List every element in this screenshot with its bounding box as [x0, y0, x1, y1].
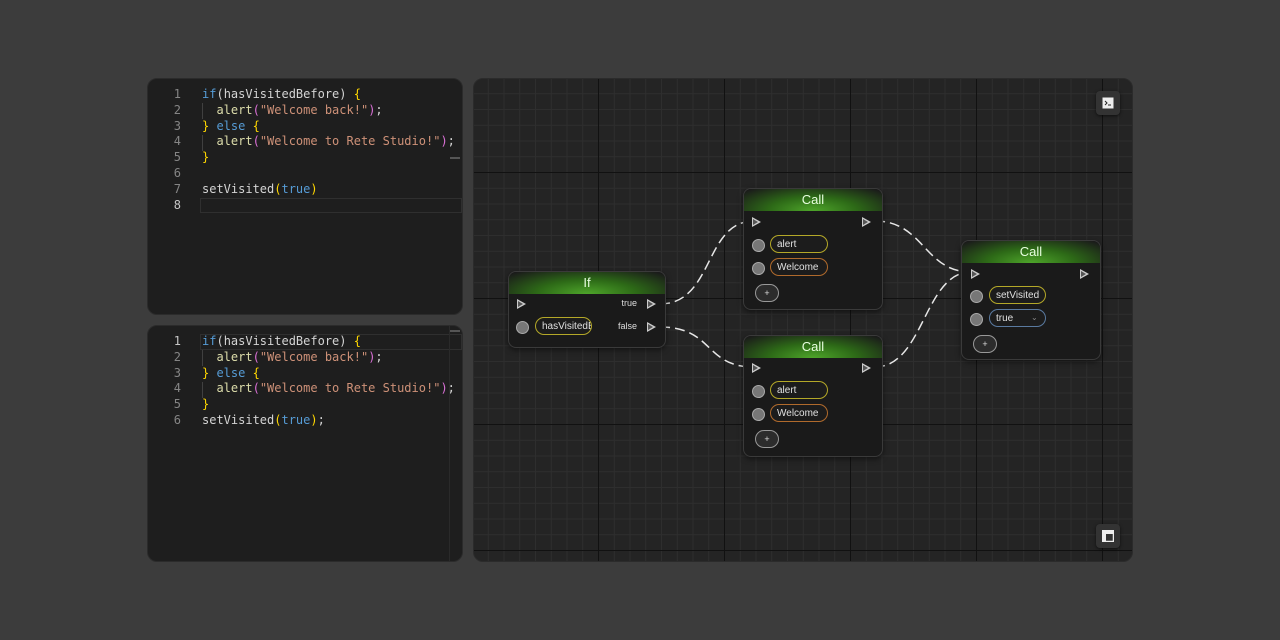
- arg-select-value: true: [996, 313, 1014, 324]
- line-number: 1: [173, 87, 181, 101]
- add-argument-button[interactable]: +: [755, 284, 779, 302]
- wire-call2-to-call3: [874, 271, 972, 368]
- arg-input-socket[interactable]: [752, 262, 765, 275]
- line-text: alert("Welcome to Rete Studio!");: [216, 134, 455, 149]
- line-text: alert("Welcome back!");: [216, 349, 383, 364]
- fn-input-socket[interactable]: [752, 239, 765, 252]
- scrollbar-marker: [450, 330, 460, 332]
- call-node-setvisited[interactable]: Call setVisited true ⌄ +: [961, 240, 1101, 360]
- terminal-button[interactable]: [1096, 91, 1120, 115]
- line-text: if(hasVisitedBefore) {: [202, 87, 361, 101]
- line-number: 4: [173, 134, 181, 149]
- line-text: } else {: [202, 118, 260, 133]
- code-line[interactable]: 4 alert("Welcome to Rete Studio!");: [148, 134, 462, 150]
- code-line[interactable]: 8: [148, 197, 462, 214]
- scrollbar-marker: [450, 157, 460, 159]
- fn-input[interactable]: alert: [770, 235, 828, 253]
- exec-input-socket[interactable]: [752, 363, 761, 373]
- code-editor-bottom[interactable]: 1 if(hasVisitedBefore) { 2 alert("Welcome …: [147, 325, 463, 562]
- indent-guide: [202, 350, 203, 366]
- code-line[interactable]: 4 alert("Welcome to Rete Studio!");: [148, 381, 462, 397]
- line-number: 1: [173, 334, 181, 348]
- arg-input-socket[interactable]: [970, 313, 983, 326]
- exec-output-socket[interactable]: [1080, 269, 1089, 279]
- code-line[interactable]: 1 if(hasVisitedBefore) {: [148, 87, 462, 103]
- line-text: }: [202, 397, 210, 412]
- exec-input-socket[interactable]: [752, 217, 761, 227]
- exec-input-socket[interactable]: [971, 269, 980, 279]
- code-line[interactable]: 7 setVisited(true): [148, 182, 462, 198]
- line-number: 6: [173, 412, 181, 427]
- line-number: 4: [173, 381, 181, 396]
- node-title: Call: [744, 189, 882, 211]
- node-title: Call: [744, 336, 882, 358]
- call-node-alert-1[interactable]: Call alert Welcome +: [743, 188, 883, 310]
- code-line[interactable]: 1 if(hasVisitedBefore) {: [148, 334, 462, 350]
- condition-input[interactable]: hasVisitedBefore: [535, 317, 592, 335]
- code-line[interactable]: 2 alert("Welcome back!");: [148, 350, 462, 366]
- code-lines: 1 if(hasVisitedBefore) { 2 alert("Welcome …: [148, 334, 462, 429]
- line-text: if(hasVisitedBefore) {: [202, 334, 361, 348]
- code-line[interactable]: 5}: [148, 150, 462, 166]
- arg-select[interactable]: true: [989, 309, 1046, 327]
- fn-input-socket[interactable]: [752, 385, 765, 398]
- line-number: 8: [173, 197, 181, 212]
- line-number: 3: [173, 365, 181, 380]
- scrollbar[interactable]: [449, 326, 462, 561]
- wire-call1-to-call3: [874, 220, 972, 273]
- code-lines: 1 if(hasVisitedBefore) { 2 alert("Welcome …: [148, 87, 462, 214]
- line-text: setVisited(true);: [202, 412, 325, 427]
- add-argument-button[interactable]: +: [973, 335, 997, 353]
- node-title: If: [509, 272, 665, 294]
- code-line[interactable]: 3 } else {: [148, 366, 462, 382]
- layout-button[interactable]: [1096, 524, 1120, 548]
- code-line[interactable]: 6: [148, 166, 462, 182]
- fn-input[interactable]: setVisited: [989, 286, 1046, 304]
- indent-guide: [202, 135, 203, 151]
- arg-input[interactable]: Welcome: [770, 258, 828, 276]
- line-number: 6: [173, 165, 181, 180]
- exec-input-socket[interactable]: [517, 299, 526, 309]
- line-number: 2: [173, 349, 181, 364]
- fn-input-socket[interactable]: [970, 290, 983, 303]
- chevron-down-icon: ⌄: [1031, 313, 1038, 322]
- fn-input[interactable]: alert: [770, 381, 828, 399]
- line-text: alert("Welcome to Rete Studio!");: [216, 381, 455, 396]
- line-number: 5: [173, 150, 181, 165]
- call-node-alert-2[interactable]: Call alert Welcome +: [743, 335, 883, 457]
- code-line[interactable]: 5}: [148, 397, 462, 413]
- false-output-socket[interactable]: [647, 322, 656, 332]
- wire-false-to-call2: [659, 326, 755, 368]
- node-graph-canvas[interactable]: If true hasVisitedBefore false Call aler…: [473, 78, 1133, 562]
- node-title: Call: [962, 241, 1100, 263]
- add-argument-button[interactable]: +: [755, 430, 779, 448]
- if-node[interactable]: If true hasVisitedBefore false: [508, 271, 666, 348]
- connection-wires: [659, 220, 972, 368]
- layout-icon: [1102, 530, 1114, 542]
- code-line[interactable]: 6 setVisited(true);: [148, 413, 462, 429]
- line-text: } else {: [202, 365, 260, 380]
- line-text: }: [202, 150, 210, 165]
- code-editor-top[interactable]: 1 if(hasVisitedBefore) { 2 alert("Welcome …: [147, 78, 463, 315]
- indent-guide: [202, 103, 203, 119]
- exec-output-socket[interactable]: [862, 217, 871, 227]
- wire-true-to-call1: [659, 220, 755, 305]
- true-output-label: true: [621, 298, 637, 308]
- code-line[interactable]: 3 } else {: [148, 119, 462, 135]
- condition-input-socket[interactable]: [516, 321, 529, 334]
- terminal-icon: [1102, 97, 1114, 109]
- true-output-socket[interactable]: [647, 299, 656, 309]
- line-text: setVisited(true): [202, 181, 318, 196]
- exec-output-socket[interactable]: [862, 363, 871, 373]
- code-line[interactable]: 2 alert("Welcome back!");: [148, 103, 462, 119]
- arg-input[interactable]: Welcome: [770, 404, 828, 422]
- arg-input-socket[interactable]: [752, 408, 765, 421]
- indent-guide: [202, 382, 203, 398]
- line-number: 2: [173, 102, 181, 117]
- line-text: alert("Welcome back!");: [216, 102, 383, 117]
- line-number: 5: [173, 397, 181, 412]
- line-number: 3: [173, 118, 181, 133]
- line-number: 7: [173, 181, 181, 196]
- false-output-label: false: [617, 321, 637, 331]
